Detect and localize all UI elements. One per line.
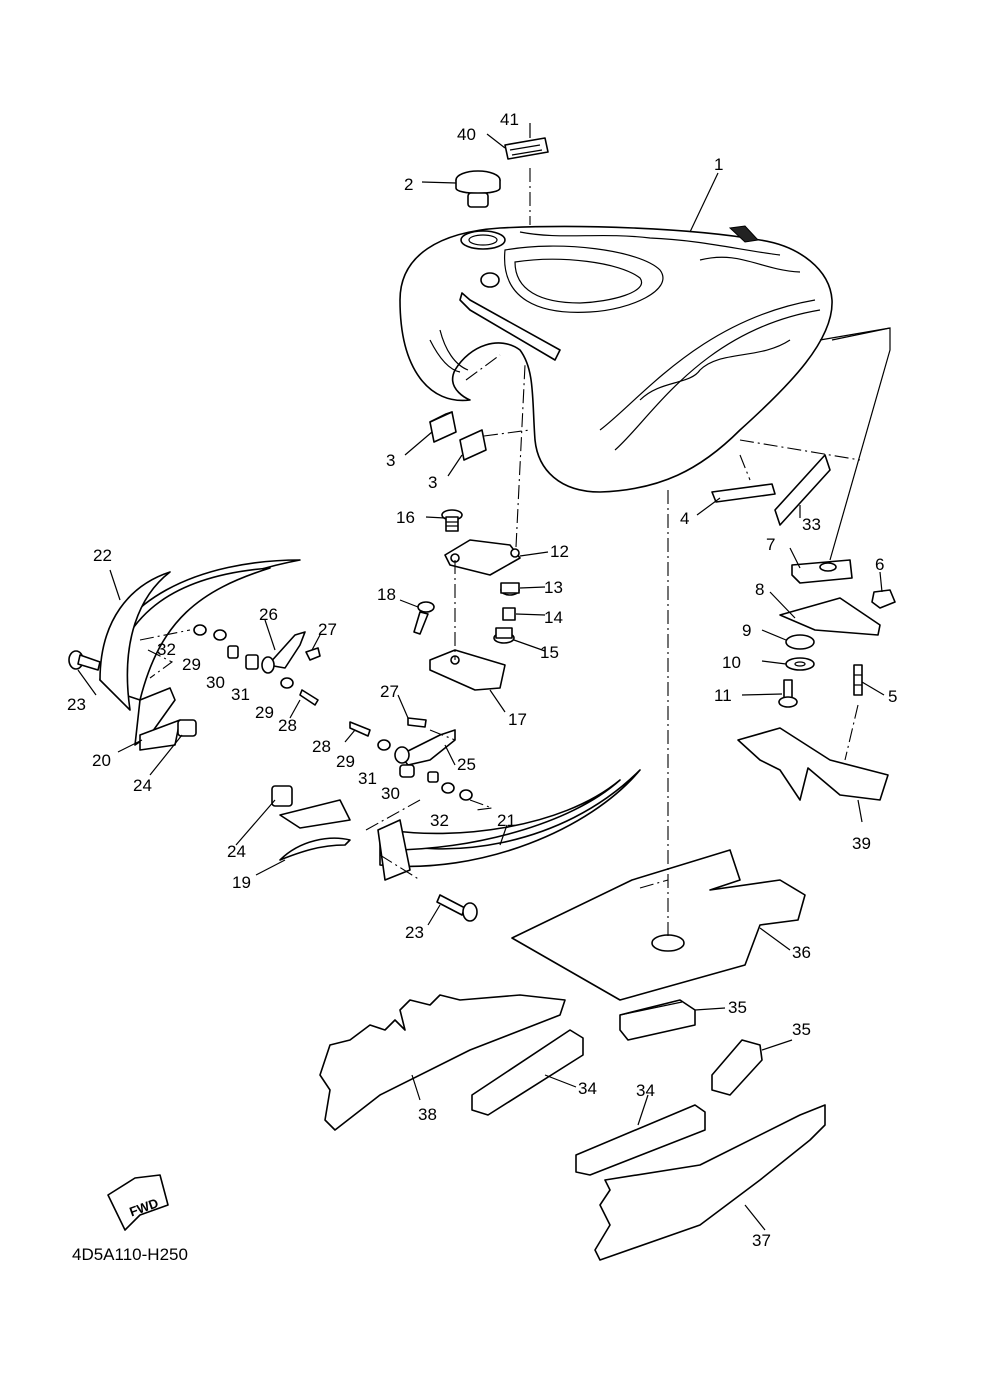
collar-24a: [177, 719, 197, 737]
stud-5: [853, 664, 863, 696]
callout-31b: 31: [358, 769, 377, 788]
bracket-26: [261, 631, 306, 674]
callout-29b: 29: [255, 703, 274, 722]
callout-24a: 24: [133, 776, 152, 795]
callout-32a: 32: [157, 640, 176, 659]
small-parts-center: [349, 717, 473, 801]
callout-32b: 32: [430, 811, 449, 830]
bracket-25: [394, 729, 456, 766]
callout-1: 1: [714, 155, 723, 174]
callout-7: 7: [766, 535, 775, 554]
bolt-23b: [436, 894, 478, 922]
callout-25: 25: [457, 755, 476, 774]
callout-29a: 29: [182, 655, 201, 674]
label-decals: [504, 137, 549, 160]
callout-22: 22: [93, 546, 112, 565]
bracket-39: [737, 727, 889, 801]
pad-34a: [471, 1029, 584, 1116]
callout-11: 11: [714, 686, 732, 705]
callout-33: 33: [802, 515, 821, 534]
damper-collar-bolt: [493, 582, 520, 644]
heat-shield-36: [511, 849, 806, 1001]
side-cover-22: [99, 559, 301, 711]
bolt-11: [778, 679, 798, 708]
callout-34b: 34: [636, 1081, 655, 1100]
washers-9-10: [785, 634, 815, 671]
damper-7: [791, 559, 853, 584]
callout-17: 17: [508, 710, 527, 729]
callout-35a: 35: [728, 998, 747, 1017]
callout-31a: 31: [231, 685, 250, 704]
callout-41: 41: [500, 110, 519, 129]
tank-pads: [429, 411, 487, 461]
callout-30b: 30: [381, 784, 400, 803]
callout-36: 36: [792, 943, 811, 962]
callout-20: 20: [92, 751, 111, 770]
screw-18: [413, 601, 435, 635]
fwd-arrow-icon: FWD: [107, 1174, 169, 1231]
callout-28b: 28: [312, 737, 331, 756]
bracket-8: [779, 597, 881, 636]
callout-21: 21: [497, 811, 516, 830]
callout-3b: 3: [428, 473, 437, 492]
fuel-tank: [399, 225, 833, 493]
small-parts-left: [193, 624, 321, 706]
callout-18: 18: [377, 585, 396, 604]
cover-37: [594, 1104, 826, 1261]
callout-13: 13: [544, 578, 563, 597]
callout-35b: 35: [792, 1020, 811, 1039]
bracket-20: [134, 687, 181, 751]
callout-23a: 23: [67, 695, 86, 714]
callout-39: 39: [852, 834, 871, 853]
side-cover-21: [377, 769, 641, 881]
callout-23b: 23: [405, 923, 424, 942]
callout-labels: 1 2 3 3 4 5 6 7 8 9 10 11 12 13 14 15 16…: [67, 110, 897, 1250]
diagram-code: 4D5A110-H250: [72, 1245, 188, 1264]
callout-9: 9: [742, 621, 751, 640]
callout-27b: 27: [380, 682, 399, 701]
collar-24b: [271, 785, 293, 807]
callout-28a: 28: [278, 716, 297, 735]
pad-34b: [575, 1104, 706, 1176]
nut-6: [871, 589, 896, 609]
callout-26: 26: [259, 605, 278, 624]
callout-29c: 29: [336, 752, 355, 771]
bracket-19: [279, 799, 351, 861]
bracket-12: [444, 539, 521, 576]
bolt-16: [441, 509, 463, 532]
bolt-23a: [68, 650, 101, 671]
callout-19: 19: [232, 873, 251, 892]
callout-30a: 30: [206, 673, 225, 692]
callout-4: 4: [680, 509, 689, 528]
callout-10: 10: [722, 653, 741, 672]
callout-3a: 3: [386, 451, 395, 470]
callout-24b: 24: [227, 842, 246, 861]
callout-5: 5: [888, 687, 897, 706]
leader-lines: [77, 123, 891, 1231]
cover-38: [319, 994, 566, 1131]
callout-6: 6: [875, 555, 884, 574]
pad-35b: [711, 1039, 763, 1096]
callout-34a: 34: [578, 1079, 597, 1098]
fuel-cap: [455, 170, 501, 208]
bracket-17: [429, 649, 506, 691]
callout-40: 40: [457, 125, 476, 144]
callout-2: 2: [404, 175, 413, 194]
callout-27a: 27: [318, 620, 337, 639]
callout-37: 37: [752, 1231, 771, 1250]
pad-35a: [619, 999, 696, 1041]
callout-38: 38: [418, 1105, 437, 1124]
callout-14: 14: [544, 608, 563, 627]
emblems: [711, 454, 831, 526]
callout-16: 16: [396, 508, 415, 527]
callout-15: 15: [540, 643, 559, 662]
callout-8: 8: [755, 580, 764, 599]
callout-12: 12: [550, 542, 569, 561]
